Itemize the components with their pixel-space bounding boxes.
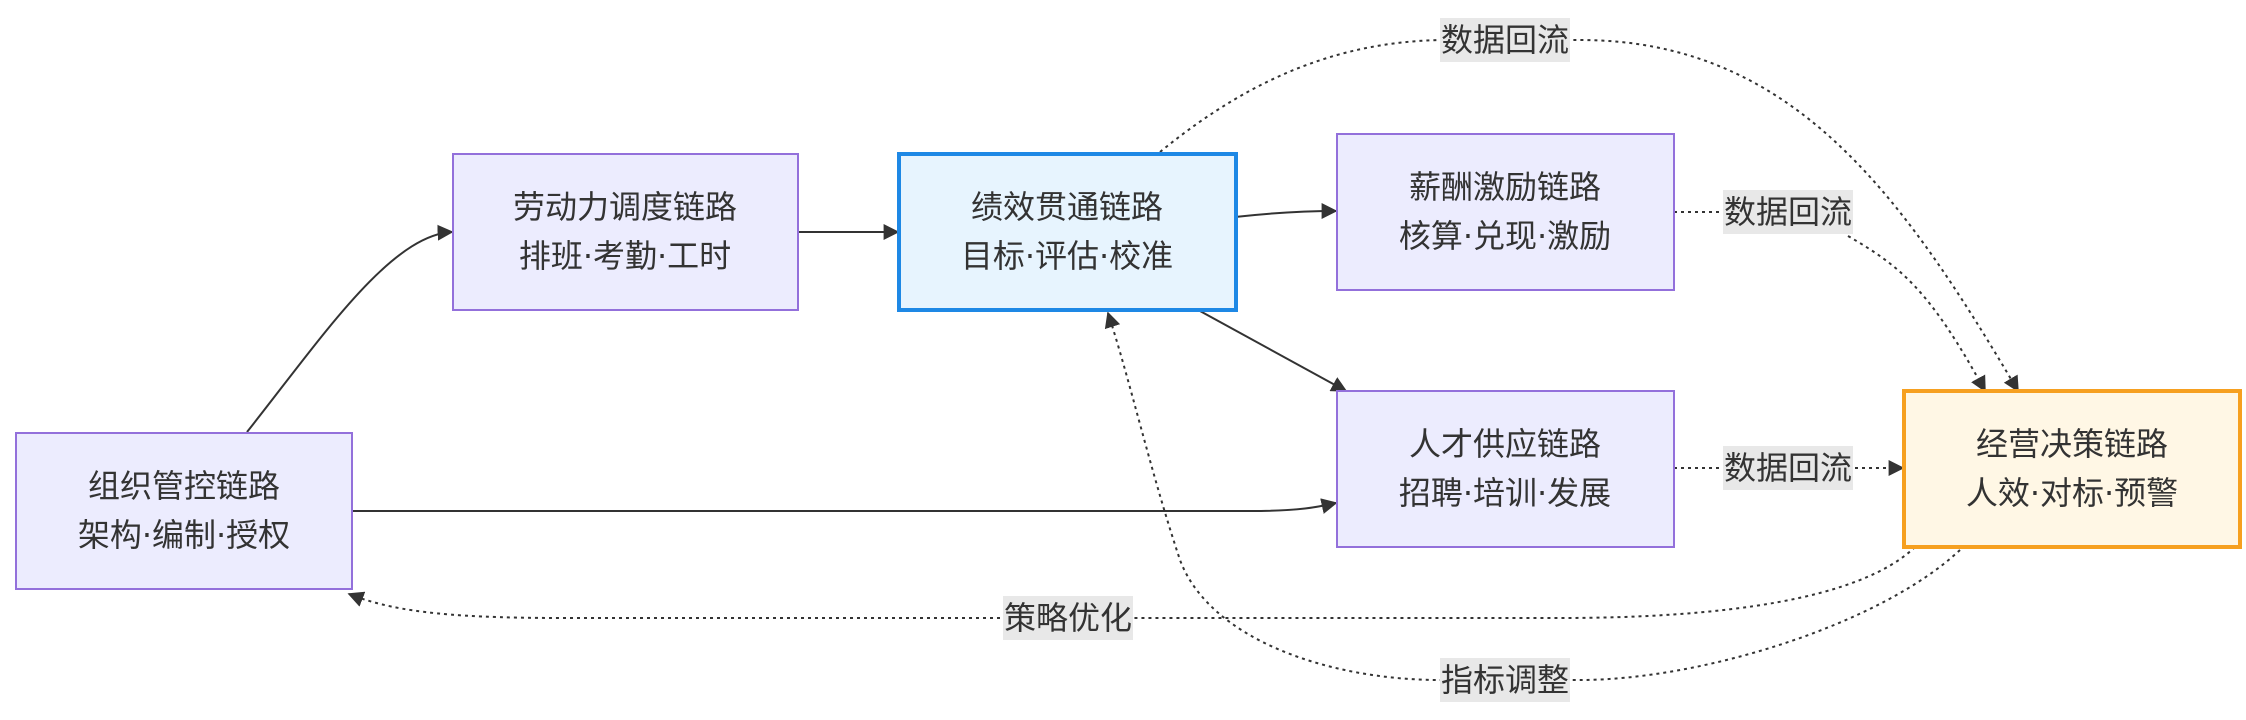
node-decision-title: 经营决策链路	[1976, 425, 2168, 463]
node-talent-title: 人才供应链路	[1409, 425, 1601, 463]
node-talent[interactable]: 人才供应链路 招聘·培训·发展	[1336, 390, 1675, 548]
node-labor-subtitle: 排班·考勤·工时	[519, 237, 731, 275]
edge-label-perf-to-decision: 数据回流	[1440, 18, 1570, 62]
edge-label-text: 指标调整	[1441, 661, 1569, 699]
node-org-subtitle: 架构·编制·授权	[78, 516, 290, 554]
edge-org-to-talent	[352, 498, 1338, 514]
node-talent-subtitle: 招聘·培训·发展	[1399, 474, 1611, 512]
node-labor[interactable]: 劳动力调度链路 排班·考勤·工时	[452, 153, 799, 311]
node-labor-title: 劳动力调度链路	[513, 188, 737, 226]
node-perf[interactable]: 绩效贯通链路 目标·评估·校准	[897, 152, 1238, 312]
node-decision-subtitle: 人效·对标·预警	[1966, 474, 2178, 512]
node-pay-title: 薪酬激励链路	[1409, 168, 1601, 206]
edge-label-text: 策略优化	[1004, 599, 1132, 637]
node-pay[interactable]: 薪酬激励链路 核算·兑现·激励	[1336, 133, 1675, 291]
edge-perf-to-decision	[1159, 39, 2019, 393]
edge-label-decision-to-org: 策略优化	[1003, 596, 1133, 640]
edge-label-decision-to-perf: 指标调整	[1440, 658, 1570, 702]
node-pay-subtitle: 核算·兑现·激励	[1399, 217, 1611, 255]
edge-decision-to-org	[349, 546, 1916, 619]
edge-perf-to-talent	[1199, 310, 1348, 392]
node-decision[interactable]: 经营决策链路 人效·对标·预警	[1902, 389, 2242, 549]
node-org-title: 组织管控链路	[88, 467, 280, 505]
edge-label-pay-to-decision: 数据回流	[1723, 190, 1853, 234]
node-perf-title: 绩效贯通链路	[971, 188, 1163, 226]
node-org[interactable]: 组织管控链路 架构·编制·授权	[15, 432, 353, 590]
edge-org-to-labor	[246, 224, 454, 433]
node-perf-subtitle: 目标·评估·校准	[961, 237, 1173, 275]
edge-label-talent-to-decision: 数据回流	[1723, 446, 1853, 490]
edge-label-text: 数据回流	[1724, 193, 1852, 231]
edge-pay-to-decision	[1674, 211, 1985, 391]
edge-label-text: 数据回流	[1441, 21, 1569, 59]
edge-perf-to-pay	[1234, 203, 1338, 220]
edge-label-text: 数据回流	[1724, 449, 1852, 487]
